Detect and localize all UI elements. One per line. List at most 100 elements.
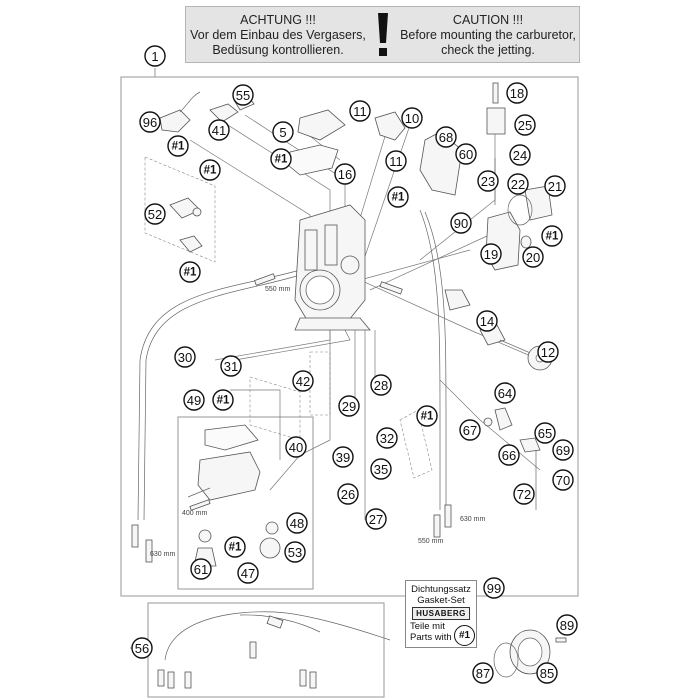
callout-31: 31 bbox=[220, 355, 242, 377]
callout-14: 14 bbox=[476, 310, 498, 332]
callout-number: 49 bbox=[187, 393, 201, 408]
callout-48: 48 bbox=[286, 512, 308, 534]
callout-circle bbox=[477, 170, 499, 192]
callout-number: 11 bbox=[389, 154, 403, 169]
callout-circle bbox=[199, 159, 221, 181]
callout-circle bbox=[232, 84, 254, 106]
callout-number: 18 bbox=[510, 86, 524, 101]
callout-number: 68 bbox=[439, 130, 453, 145]
callout-circle bbox=[401, 107, 423, 129]
callout-55: 55 bbox=[232, 84, 254, 106]
callout-circle bbox=[144, 203, 166, 225]
callout-circle bbox=[522, 246, 544, 268]
callout-number: 89 bbox=[560, 618, 574, 633]
callout-circle bbox=[284, 541, 306, 563]
carburetor-body bbox=[294, 204, 371, 331]
callout-35: 35 bbox=[370, 458, 392, 480]
callout-12: 12 bbox=[537, 341, 559, 363]
callout-66: 66 bbox=[498, 444, 520, 466]
callout-circle bbox=[139, 111, 161, 133]
overflow-hose-left-b bbox=[143, 274, 301, 521]
callout-circle bbox=[370, 374, 392, 396]
callout-circle bbox=[286, 512, 308, 534]
callout-89: 89 bbox=[556, 614, 578, 636]
gasket-parts-en: Parts with bbox=[410, 632, 452, 643]
gasket-set-box: Dichtungssatz Gasket-Set HUSABERG Teile … bbox=[405, 580, 477, 648]
callout-circle bbox=[337, 483, 359, 505]
callout-61: 61 bbox=[190, 558, 212, 580]
gasket-parts-de: Teile mit bbox=[410, 621, 445, 632]
callout-69: 69 bbox=[552, 439, 574, 461]
callout-number: 96 bbox=[143, 115, 157, 130]
callout-number: 19 bbox=[484, 247, 498, 262]
callout-circle bbox=[237, 562, 259, 584]
callout-circle bbox=[556, 614, 578, 636]
callout-96: 96 bbox=[139, 111, 161, 133]
callout-circle bbox=[416, 405, 438, 427]
callout-number: 53 bbox=[288, 545, 302, 560]
callout-circle bbox=[509, 144, 531, 166]
callout-circle bbox=[349, 100, 371, 122]
callout-number: #1 bbox=[184, 267, 197, 279]
callout-circle bbox=[476, 310, 498, 332]
callout-19: 19 bbox=[480, 243, 502, 265]
callout-number: 21 bbox=[548, 179, 562, 194]
callout-circle bbox=[455, 143, 477, 165]
callout-number: 60 bbox=[459, 147, 473, 162]
callout-number: 23 bbox=[481, 174, 495, 189]
callout-number: 30 bbox=[178, 350, 192, 365]
gasket-set-label-en: Gasket-Set bbox=[417, 595, 465, 606]
callout-circle bbox=[370, 458, 392, 480]
callout-16: 16 bbox=[334, 163, 356, 185]
callout-number: 14 bbox=[480, 314, 494, 329]
callout-ref1: #1 bbox=[179, 261, 201, 283]
callout-number: 35 bbox=[374, 462, 388, 477]
callout-circle bbox=[513, 483, 535, 505]
callout-number: 26 bbox=[341, 487, 355, 502]
caution-german-line2: Bedüsung kontrollieren. bbox=[212, 43, 344, 57]
callout-number: 90 bbox=[454, 216, 468, 231]
callout-26: 26 bbox=[337, 483, 359, 505]
callout-number: 56 bbox=[135, 641, 149, 656]
callout-number: 47 bbox=[241, 566, 255, 581]
callout-number: #1 bbox=[229, 542, 242, 554]
callout-27: 27 bbox=[365, 508, 387, 530]
callout-number: 22 bbox=[511, 177, 525, 192]
callout-85: 85 bbox=[536, 662, 558, 684]
callout-number: 87 bbox=[476, 666, 490, 681]
callout-64: 64 bbox=[494, 382, 516, 404]
overflow-hose-ends bbox=[131, 273, 452, 563]
callout-number: 31 bbox=[224, 359, 238, 374]
callout-circle bbox=[506, 82, 528, 104]
float-group-outline bbox=[249, 376, 301, 441]
callout-circle bbox=[131, 637, 153, 659]
callout-18: 18 bbox=[506, 82, 528, 104]
callout-number: #1 bbox=[275, 154, 288, 166]
callout-circle bbox=[472, 662, 494, 684]
callout-ref1: #1 bbox=[270, 148, 292, 170]
callout-number: 66 bbox=[502, 448, 516, 463]
callout-circle bbox=[537, 341, 559, 363]
callout-ref1: #1 bbox=[167, 135, 189, 157]
callout-circle bbox=[507, 173, 529, 195]
callout-circle bbox=[272, 121, 294, 143]
callout-circle bbox=[385, 150, 407, 172]
callout-circle bbox=[536, 662, 558, 684]
callout-67: 67 bbox=[459, 419, 481, 441]
callout-circle bbox=[365, 508, 387, 530]
choke-assembly bbox=[159, 91, 255, 253]
callout-72: 72 bbox=[513, 483, 535, 505]
dimension-550mm-upper: 550 mm bbox=[265, 286, 290, 293]
callout-20: 20 bbox=[522, 246, 544, 268]
callout-circle bbox=[387, 186, 409, 208]
callout-number: 48 bbox=[290, 516, 304, 531]
caution-english-line1: Before mounting the carburetor, bbox=[400, 28, 576, 42]
callout-ref1: #1 bbox=[416, 405, 438, 427]
callout-number: 25 bbox=[518, 118, 532, 133]
dimension-630mm-left: 630 mm bbox=[150, 551, 175, 558]
callout-circle bbox=[494, 382, 516, 404]
callout-circle bbox=[541, 225, 563, 247]
callout-90: 90 bbox=[450, 212, 472, 234]
callout-28: 28 bbox=[370, 374, 392, 396]
callout-number: #1 bbox=[204, 165, 217, 177]
